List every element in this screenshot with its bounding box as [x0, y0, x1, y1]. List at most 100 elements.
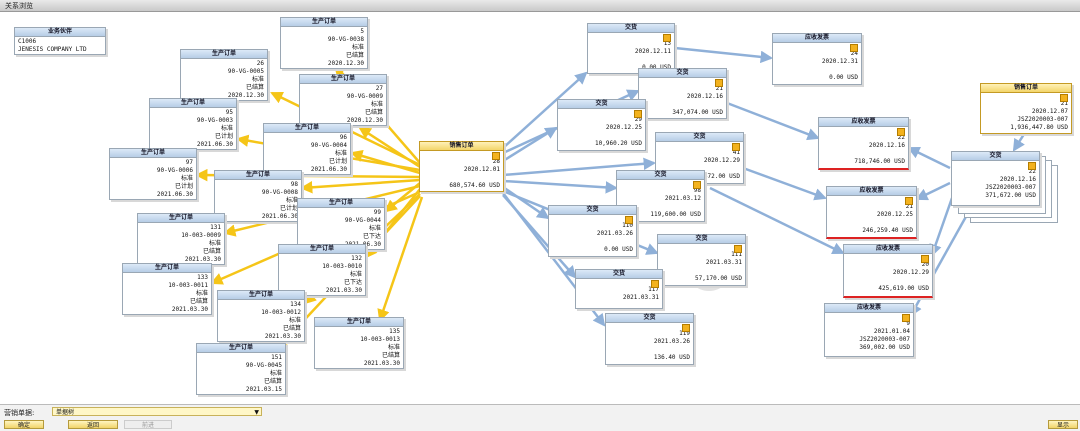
node-title: 生产订单 — [150, 99, 236, 108]
item-code: 90-VG-0009 — [346, 93, 383, 100]
node-title: 交货 — [606, 314, 693, 323]
node-sales-order-28[interactable]: 销售订单 28 2020.12.01 680,574.60 USD — [419, 141, 504, 192]
order-type: 标准 — [208, 240, 221, 247]
doc-amount: 0.00 USD — [591, 64, 671, 72]
document-icon — [897, 128, 905, 136]
doc-date: 2021.03.15 — [245, 386, 282, 393]
node-title: 生产订单 — [197, 344, 285, 353]
document-icon — [734, 245, 742, 253]
doc-ref: JSZ2020003-007 — [1017, 116, 1068, 123]
node-sales-order-21[interactable]: 销售订单 21 2020.12.07 JSZ2020003-007 1,936,… — [980, 83, 1072, 134]
doc-ref: JSZ2020003-007 — [859, 336, 910, 343]
link-lines — [194, 46, 1028, 348]
doc-number: 98 — [693, 187, 701, 194]
document-icon — [693, 181, 701, 189]
back-button[interactable]: 返回 — [68, 420, 118, 429]
doc-amount: 136.40 USD — [653, 354, 690, 361]
order-type: 标准 — [269, 370, 282, 377]
doc-date: 2020.12.25 — [876, 211, 913, 218]
item-code: 90-VG-0004 — [310, 142, 347, 149]
node-title: 生产订单 — [181, 50, 267, 59]
order-type: 标准 — [349, 271, 362, 278]
doc-amount: 425,619.00 USD — [878, 285, 929, 292]
doc-amount: 119,600.00 USD — [650, 211, 701, 218]
doc-ref — [661, 267, 742, 275]
doc-number: 134 — [290, 301, 301, 308]
doc-date: 2020.12.16 — [868, 142, 905, 149]
doc-number: 98 — [290, 181, 298, 188]
node-title: 生产订单 — [138, 214, 224, 223]
doc-amount: 0.00 USD — [829, 74, 858, 81]
doc-amount: 246,259.40 USD — [862, 227, 913, 234]
ok-button[interactable]: 确定 — [4, 420, 44, 429]
order-type: 标准 — [251, 76, 264, 83]
node-business-partner[interactable]: 业务伙伴 C1006 JENESIS COMPANY LTD — [14, 27, 106, 55]
doc-number: 5 — [360, 28, 364, 35]
doc-number: 22 — [1028, 168, 1036, 175]
node-title: 业务伙伴 — [15, 28, 105, 37]
order-status: 已计划 — [279, 205, 298, 212]
doc-amount: 718,746.00 USD — [854, 158, 905, 165]
forward-button[interactable]: 前进 — [124, 420, 172, 429]
node-title: 交货 — [558, 100, 645, 109]
order-type: 标准 — [285, 197, 298, 204]
item-code: 10-003-0011 — [168, 282, 208, 289]
relationship-map-canvas[interactable]: 业务伙伴 C1006 JENESIS COMPANY LTD 销售订单 28 2… — [0, 13, 1080, 404]
selector-label: 营销单据: — [4, 409, 35, 417]
item-code: 10-003-0010 — [322, 263, 362, 270]
order-status: 已结算 — [282, 325, 301, 332]
doc-ref — [830, 219, 913, 227]
doc-number: 135 — [389, 328, 400, 335]
doc-number: 28 — [492, 158, 500, 165]
doc-ref — [591, 56, 671, 64]
doc-number: 13 — [663, 40, 671, 47]
node-title: 应收发票 — [825, 304, 913, 313]
node-title: 交货 — [576, 270, 662, 279]
doc-date: 2021.06.30 — [196, 141, 233, 148]
node-title: 交货 — [656, 133, 743, 142]
doc-date: 2020.12.30 — [327, 60, 364, 67]
display-button[interactable]: 显示 — [1048, 420, 1078, 429]
document-icon — [634, 110, 642, 118]
document-icon — [1060, 94, 1068, 102]
order-status: 已计划 — [174, 183, 193, 190]
doc-date: 2021.03.31 — [622, 294, 659, 301]
order-status: 已计划 — [328, 158, 347, 165]
item-code: 90-VG-0003 — [196, 117, 233, 124]
document-tree-selector[interactable]: 单据树 ▼ — [52, 407, 262, 416]
document-icon — [850, 44, 858, 52]
doc-number: 21 — [905, 203, 913, 210]
node-title: 应收发票 — [819, 118, 908, 127]
doc-date: 2021.06.30 — [156, 191, 193, 198]
doc-number: 151 — [271, 354, 282, 361]
doc-date: 2021.03.12 — [664, 195, 701, 202]
doc-date: 2020.12.01 — [463, 166, 500, 173]
